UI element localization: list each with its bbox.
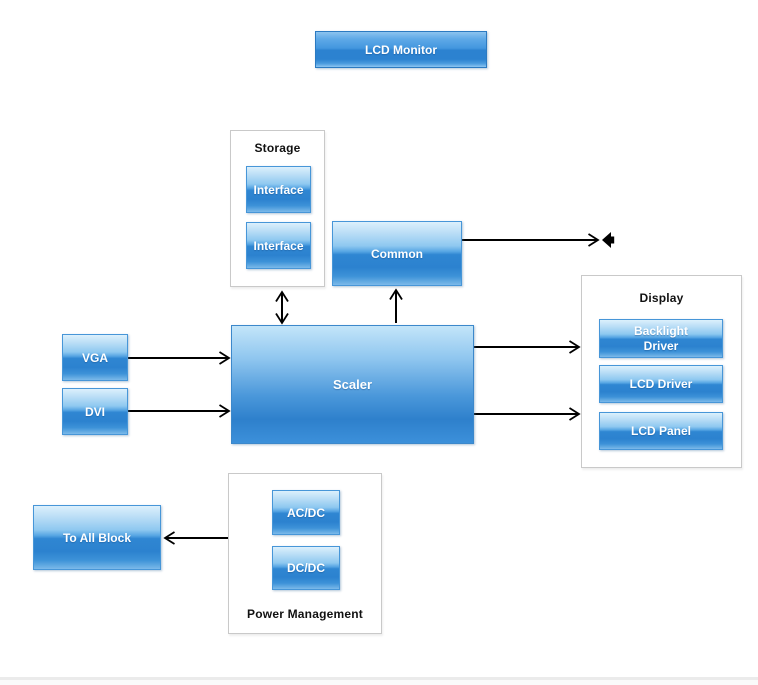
dcdc-block: DC/DC: [272, 546, 340, 590]
lcd-driver-block: LCD Driver: [599, 365, 723, 403]
scaler-block: Scaler: [231, 325, 474, 444]
speaker-icon: [602, 232, 615, 248]
interface-block-1: Interface: [246, 166, 311, 213]
footer-band: [0, 680, 758, 685]
dvi-block: DVI: [62, 388, 128, 435]
footer-divider: [0, 677, 758, 680]
lcd-monitor-block: LCD Monitor: [315, 31, 487, 68]
interface-block-2: Interface: [246, 222, 311, 269]
backlight-driver-block: Backlight Driver: [599, 319, 723, 358]
power-management-group-title: Power Management: [247, 607, 363, 621]
storage-group-title: Storage: [254, 141, 301, 155]
vga-block: VGA: [62, 334, 128, 381]
display-group-title: Display: [639, 291, 684, 305]
to-all-block: To All Block: [33, 505, 161, 570]
acdc-block: AC/DC: [272, 490, 340, 535]
lcd-panel-block: LCD Panel: [599, 412, 723, 450]
common-block: Common: [332, 221, 462, 286]
